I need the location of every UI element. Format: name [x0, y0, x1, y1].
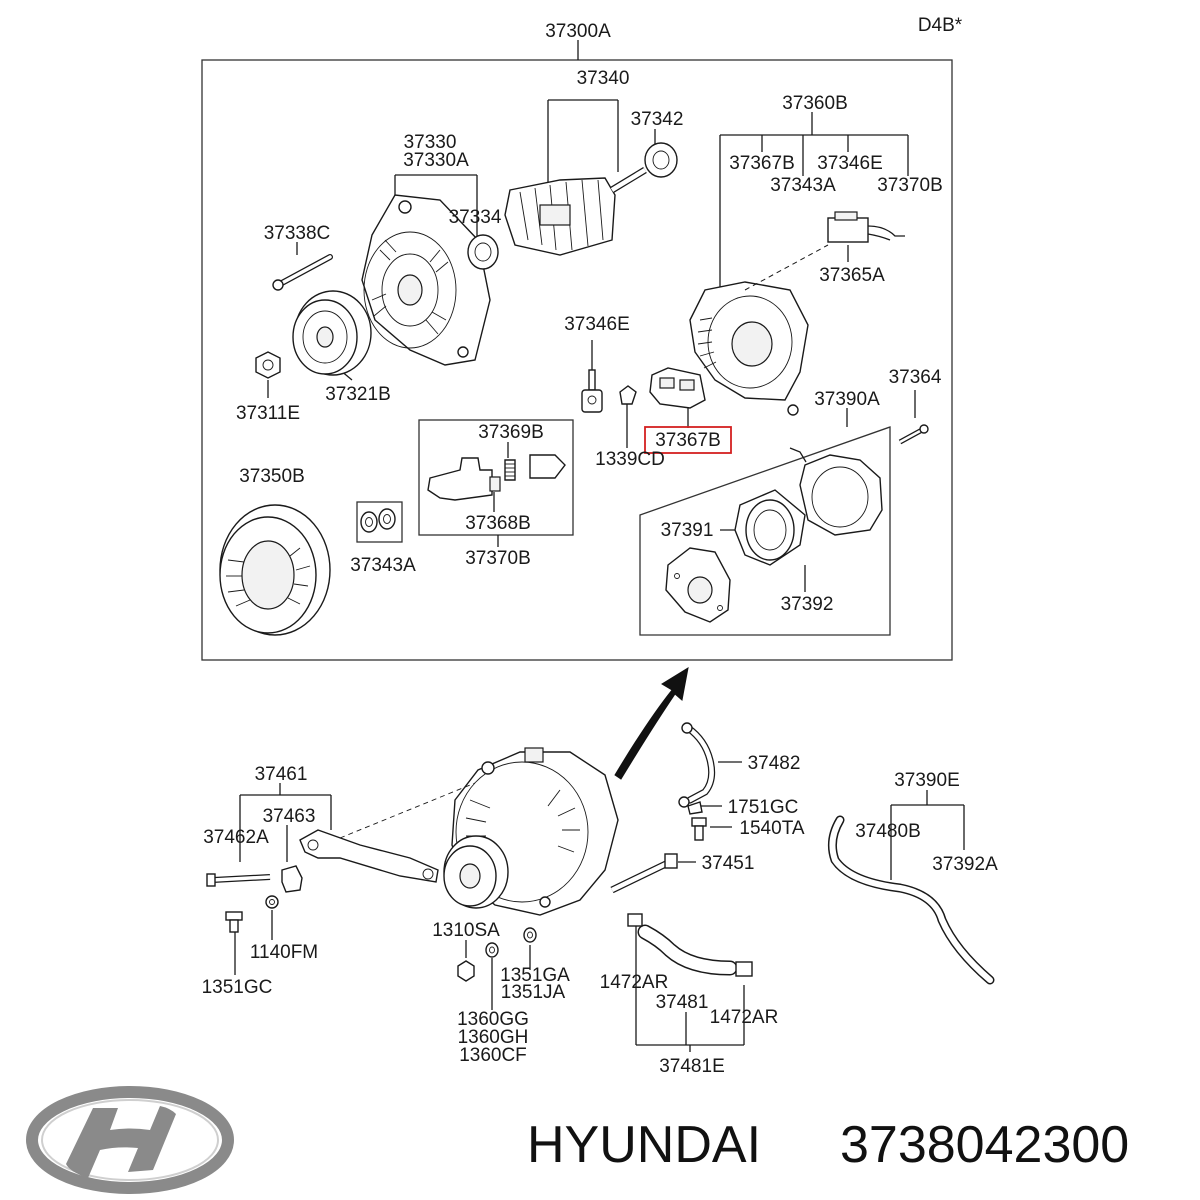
- leader-lines: [234, 40, 965, 1052]
- label-37343a-mid: 37343A: [350, 555, 416, 576]
- upper-assembly-frame: [201, 59, 953, 661]
- label-37369b: 37369B: [478, 422, 544, 443]
- label-37364: 37364: [889, 367, 942, 388]
- label-37321b: 37321B: [325, 384, 391, 405]
- label-1310sa: 1310SA: [432, 920, 500, 941]
- label-1339cd: 1339CD: [595, 449, 665, 470]
- label-37346e-mid: 37346E: [564, 314, 630, 335]
- cover-kit-subframe: [639, 426, 891, 636]
- label-1351ga: 1351GA: [500, 965, 570, 986]
- label-1472ar-a: 1472AR: [600, 972, 669, 993]
- washer-1351ga: [485, 942, 499, 958]
- screw-37364: [898, 424, 929, 445]
- adjust-bracket-37461: [299, 782, 476, 883]
- washer-1140fm: [265, 895, 279, 909]
- label-37462a: 37462A: [203, 827, 269, 848]
- stator-37350b: [219, 504, 331, 636]
- label-37338c: 37338C: [264, 223, 331, 244]
- label-37311e: 37311E: [236, 403, 300, 424]
- label-1360cf: 1360CF: [459, 1045, 527, 1066]
- label-37451: 37451: [702, 853, 755, 874]
- bearing-37342: [644, 142, 678, 178]
- cable-37482: [678, 722, 716, 808]
- brand-name: HYUNDAI: [527, 1116, 761, 1174]
- terminal-37346e: [581, 369, 603, 413]
- label-37370b-mid: 37370B: [465, 548, 531, 569]
- label-37480b: 37480B: [855, 821, 921, 842]
- engine-code: D4B*: [918, 15, 963, 36]
- label-37334: 37334: [449, 207, 502, 228]
- label-1351gc: 1351GC: [202, 977, 273, 998]
- pulley-37321b: [292, 290, 372, 376]
- highlight-box-37367b: [644, 426, 732, 454]
- hose-37481: [627, 913, 753, 977]
- bearing-set-37343a: [360, 508, 396, 533]
- part-number: 3738042300: [840, 1116, 1129, 1174]
- label-1472ar-b: 1472AR: [710, 1007, 779, 1028]
- hyundai-logo-icon: [26, 1086, 234, 1194]
- brush-holder-37370b: [427, 454, 566, 501]
- label-37367b-highlighted: 37367B: [655, 430, 721, 451]
- label-1540ta: 1540TA: [739, 818, 804, 839]
- label-1751gc: 1751GC: [728, 797, 799, 818]
- cover-kit-parts: [665, 447, 883, 623]
- pulley-nut: [255, 351, 281, 379]
- label-37346e-top: 37346E: [817, 153, 883, 174]
- label-1351ja: 1351JA: [501, 982, 566, 1003]
- clip-1751gc: [687, 801, 703, 815]
- label-37360b: 37360B: [782, 93, 848, 114]
- label-37343a-top: 37343A: [770, 175, 836, 196]
- connector-37365a: [744, 211, 905, 291]
- washer-1360gg: [523, 927, 537, 943]
- label-37330: 37330: [404, 132, 457, 153]
- label-37350b: 37350B: [239, 466, 305, 487]
- part-labels: 37300A D4B* 37340 37342 37330 37330A 373…: [202, 15, 998, 1077]
- label-37390a: 37390A: [814, 389, 880, 410]
- label-37482: 37482: [748, 753, 801, 774]
- label-1140fm: 1140FM: [250, 942, 318, 963]
- brush-holder-subframe: [418, 419, 574, 536]
- bearing-set-subframe: [356, 501, 403, 543]
- label-37461: 37461: [255, 764, 308, 785]
- bearing-37334: [467, 234, 499, 270]
- label-37392: 37392: [781, 594, 834, 615]
- rotor-37340: [504, 167, 647, 256]
- label-37392a: 37392A: [932, 854, 998, 875]
- label-37463: 37463: [263, 806, 316, 827]
- front-bracket-37330: [361, 194, 491, 366]
- through-bolt-37338c: [272, 254, 333, 291]
- label-1360gh: 1360GH: [458, 1027, 529, 1048]
- label-37342: 37342: [631, 109, 684, 130]
- label-37367b-top: 37367B: [729, 153, 795, 174]
- label-37340: 37340: [577, 68, 630, 89]
- hose-37480b: [827, 815, 995, 985]
- label-37391: 37391: [661, 520, 714, 541]
- bolt-1540ta: [691, 817, 707, 841]
- bolt-1351gc: [225, 911, 243, 933]
- regulator-37367b: [649, 367, 706, 409]
- label-37330a: 37330A: [403, 150, 469, 171]
- label-37300a: 37300A: [545, 21, 611, 42]
- nut-1310sa: [457, 960, 475, 982]
- insulator-1339cd: [619, 385, 637, 405]
- bolt-37462a: [206, 873, 271, 887]
- label-1360gg: 1360GG: [457, 1009, 529, 1030]
- explode-arrow: [614, 666, 689, 780]
- label-37390e: 37390E: [894, 770, 960, 791]
- label-37481e: 37481E: [659, 1056, 725, 1077]
- label-37370b-top: 37370B: [877, 175, 943, 196]
- alternator-assembly: [443, 747, 619, 916]
- rear-bracket-37360b: [689, 281, 809, 416]
- nut-37463: [281, 865, 303, 893]
- label-37481: 37481: [656, 992, 709, 1013]
- bolt-37451: [610, 853, 678, 894]
- label-37365a: 37365A: [819, 265, 885, 286]
- label-37368b: 37368B: [465, 513, 531, 534]
